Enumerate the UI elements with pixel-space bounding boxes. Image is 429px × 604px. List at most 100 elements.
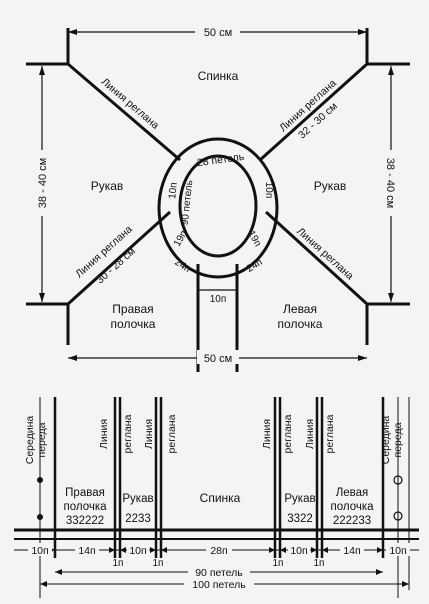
right-front-code: 332222 bbox=[66, 515, 104, 527]
seg-bg-4 bbox=[206, 543, 232, 556]
total-100-arrow-r bbox=[402, 581, 409, 587]
sleeve-right-code: 3322 bbox=[287, 513, 313, 525]
dim-left-bg bbox=[34, 150, 50, 216]
left-front-label-2: полочка bbox=[278, 317, 323, 331]
raglan-col-1b: реглана bbox=[122, 414, 134, 453]
raglan-schematic: 50 см 50 см 38 - 40 см 38 - 40 см Спинка… bbox=[26, 24, 410, 372]
arrow-bottom-right bbox=[358, 355, 367, 361]
arrow-left-bottom bbox=[39, 293, 45, 302]
raglan-col-2b: реглана bbox=[166, 414, 178, 453]
back-label: Спинка bbox=[198, 69, 239, 83]
segment-6: 14п bbox=[343, 545, 360, 557]
sleeve-left-code: 2233 bbox=[125, 513, 151, 525]
seg-arrow-3 bbox=[120, 547, 126, 553]
height-left-label: 38 - 40 см bbox=[37, 158, 49, 208]
seg-arrow-4 bbox=[150, 547, 156, 553]
center-front-right-2: переда bbox=[392, 422, 404, 457]
total-100: 100 петель bbox=[192, 579, 246, 591]
segment-3: 10п bbox=[129, 545, 146, 557]
one-stitch-4: 1п bbox=[314, 558, 325, 569]
seg-arrow-2 bbox=[109, 547, 115, 553]
sleeve-left-label: Рукав bbox=[91, 179, 124, 193]
seg-bg-2 bbox=[75, 543, 99, 556]
segment-4: 28п bbox=[210, 545, 227, 557]
neck-24-left: 24п bbox=[172, 257, 192, 275]
left-front-name-1: Левая bbox=[336, 487, 369, 499]
neck-24-right: 24п bbox=[245, 257, 265, 275]
raglan-line-lower-right bbox=[264, 210, 369, 306]
neck-inner bbox=[178, 154, 258, 258]
right-front-label-2: полочка bbox=[111, 317, 156, 331]
raglan-col-4b: реглана bbox=[324, 414, 336, 453]
sleeve-left-name: Рукав bbox=[122, 493, 153, 505]
arrow-right-bottom bbox=[388, 293, 394, 302]
neck-side-right: 10п bbox=[263, 182, 274, 199]
one-stitch-3: 1п bbox=[273, 558, 284, 569]
width-bottom-label: 50 см bbox=[204, 353, 232, 365]
placket-label: 10п bbox=[210, 294, 227, 305]
arrow-top-left bbox=[68, 29, 77, 35]
raglan-col-3a: Линия bbox=[261, 419, 273, 449]
total-100-bg bbox=[184, 577, 254, 590]
yoke-distribution-chart: Середина переда Линия реглана Линия регл… bbox=[14, 397, 419, 598]
total-90-bg bbox=[188, 565, 250, 578]
seg-bg-3 bbox=[127, 543, 149, 556]
segment-5: 10п bbox=[290, 545, 307, 557]
one-stitch-2: 1п bbox=[153, 558, 164, 569]
dim-right-bg bbox=[383, 150, 399, 216]
neck-19-left: 19п bbox=[172, 229, 190, 249]
arrow-top-right bbox=[358, 29, 367, 35]
center-front-left-2: переда bbox=[36, 422, 48, 457]
neck-top-label: 28 петель bbox=[196, 151, 245, 170]
raglan-col-4a: Линия bbox=[304, 419, 316, 449]
segment-7: 10п bbox=[389, 545, 406, 557]
neck-19-right: 19п bbox=[245, 229, 263, 249]
height-right-label: 38 - 40 см bbox=[384, 158, 396, 208]
right-front-name-2: полочка bbox=[63, 501, 107, 513]
marker-circle-right-1 bbox=[393, 475, 403, 485]
center-front-left-1: Середина bbox=[24, 416, 36, 465]
raglan-line-lower-left bbox=[66, 210, 172, 306]
marker-dot-left-2 bbox=[37, 514, 43, 520]
one-stitch-1: 1п bbox=[113, 558, 124, 569]
seg-bg-6 bbox=[340, 543, 364, 556]
seg-arrow-7 bbox=[280, 547, 286, 553]
marker-circle-right-2 bbox=[393, 511, 403, 521]
raglan-col-1a: Линия bbox=[98, 419, 110, 449]
seg-arrow-8 bbox=[311, 547, 317, 553]
segment-2: 14п bbox=[78, 545, 95, 557]
seg-arrow-6 bbox=[269, 547, 275, 553]
sleeve-right-name: Рукав bbox=[284, 493, 315, 505]
total-90: 90 петель bbox=[195, 567, 243, 579]
seg-arrow-9 bbox=[322, 547, 328, 553]
neck-side-b: 90 петель bbox=[180, 180, 196, 226]
raglan-line-upper-left bbox=[67, 62, 181, 162]
arrow-bottom-left bbox=[68, 355, 77, 361]
right-front-name-1: Правая bbox=[65, 487, 105, 499]
neck-side-a: 10п bbox=[167, 182, 180, 200]
raglan-col-2a: Линия bbox=[143, 419, 155, 449]
total-100-arrow-l bbox=[40, 581, 47, 587]
arrow-right-top bbox=[388, 66, 394, 75]
seg-arrow-10 bbox=[377, 547, 383, 553]
seg-bg-5 bbox=[288, 543, 310, 556]
neck-outer bbox=[157, 137, 279, 279]
seg-arrow-5 bbox=[161, 547, 167, 553]
segment-1: 10п bbox=[31, 545, 48, 557]
width-top-label: 50 см bbox=[204, 27, 232, 39]
total-90-arrow-l bbox=[55, 569, 62, 575]
raglan-label-ul: Линия реглана bbox=[99, 76, 162, 132]
left-front-label-1: Левая bbox=[283, 302, 317, 316]
left-front-name-2: полочка bbox=[330, 501, 374, 513]
seg-bg-7 bbox=[386, 543, 410, 556]
raglan-col-3b: реглана bbox=[282, 414, 294, 453]
total-90-arrow-r bbox=[376, 569, 383, 575]
dim-top-bg bbox=[195, 24, 240, 38]
center-front-right-1: Середина bbox=[380, 416, 392, 465]
seg-bg-1 bbox=[28, 543, 52, 556]
dim-bottom-bg bbox=[197, 350, 239, 364]
marker-dot-left-1 bbox=[37, 477, 43, 483]
sleeve-right-label: Рукав bbox=[314, 179, 347, 193]
right-front-label-1: Правая bbox=[112, 302, 153, 316]
